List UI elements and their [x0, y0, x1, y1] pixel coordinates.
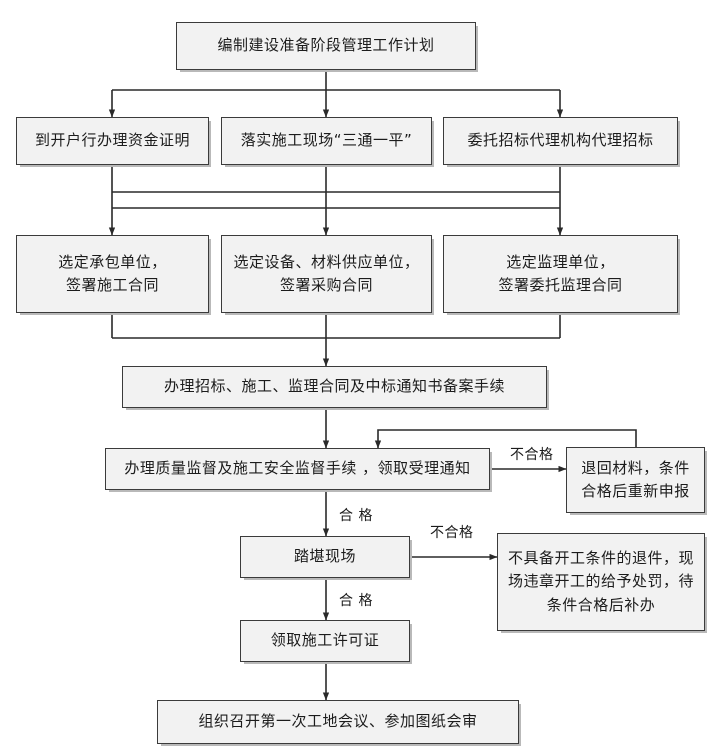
node-text-line: 场违章开工的给予处罚，待 [507, 572, 694, 591]
node-text-line: 办理招标、施工、监理合同及中标通知书备案手续 [163, 377, 505, 396]
node-text-line: 落实施工现场“三通一平” [240, 131, 413, 150]
node-site-three-connections-one-leveling[interactable]: 落实施工现场“三通一平” [221, 117, 432, 165]
node-text-line: 选定监理单位， [506, 252, 615, 271]
node-return-materials-reapply[interactable]: 退回材料，条件合格后重新申报 [566, 447, 705, 513]
node-select-contractor-sign-construction-contract[interactable]: 选定承包单位， 签署施工合同 [16, 235, 209, 313]
node-site-survey[interactable]: 踏堪现场 [240, 536, 410, 578]
node-text-line: 签署委托监理合同 [498, 276, 623, 294]
node-text-line: 签署施工合同 [65, 276, 159, 294]
node-text-line: 选定设备、材料供应单位， [233, 252, 420, 271]
node-quality-safety-supervision-procedures[interactable]: 办理质量监督及施工安全监督手续 ，领取受理通知 [105, 448, 490, 490]
node-text-line: 委托招标代理机构代理招标 [467, 131, 654, 150]
edge-label-unqualified-survey: 不合格 [428, 522, 476, 542]
node-bank-capital-certificate[interactable]: 到开户行办理资金证明 [16, 117, 209, 165]
node-first-site-meeting-drawing-review[interactable]: 组织召开第一次工地会议、参加图纸会审 [157, 700, 519, 744]
node-text-line: 领取施工许可证 [270, 631, 380, 650]
node-text-line: 办理质量监督及施工安全监督手续 ，领取受理通知 [124, 459, 471, 478]
node-text-line: 退回材料，条件 [581, 458, 690, 477]
node-text-line: 合格后重新申报 [581, 482, 690, 500]
node-text-line: 不具备开工条件的退件，现 [507, 549, 694, 568]
edge-label-qualified-to-survey: 合 格 [337, 505, 375, 525]
node-text-line: 条件合格后补办 [546, 595, 656, 614]
node-plan-preparation-stage[interactable]: 编制建设准备阶段管理工作计划 [176, 22, 476, 70]
node-text-line: 到开户行办理资金证明 [34, 131, 190, 150]
node-entrust-bidding-agency[interactable]: 委托招标代理机构代理招标 [443, 117, 678, 165]
node-not-qualified-penalty-notice[interactable]: 不具备开工条件的退件，现场违章开工的给予处罚，待条件合格后补办 [497, 533, 705, 631]
node-text-line: 签署采购合同 [279, 276, 373, 294]
node-obtain-construction-permit[interactable]: 领取施工许可证 [240, 620, 410, 662]
wire-n10-feedback [374, 429, 637, 449]
node-text-line: 编制建设准备阶段管理工作计划 [217, 36, 435, 55]
node-text-line: 选定承包单位， [58, 252, 167, 271]
edge-label-qualified-to-permit: 合 格 [337, 590, 375, 610]
node-select-equipment-material-supplier-sign-purchase-contract[interactable]: 选定设备、材料供应单位， 签署采购合同 [221, 235, 432, 313]
node-contract-filing-procedures[interactable]: 办理招标、施工、监理合同及中标通知书备案手续 [122, 366, 547, 408]
node-text-line: 踏堪现场 [293, 547, 356, 566]
edge-label-unqualified-supervision: 不合格 [508, 444, 556, 464]
node-select-supervisor-sign-supervision-contract[interactable]: 选定监理单位， 签署委托监理合同 [443, 235, 678, 313]
node-text-line: 组织召开第一次工地会议、参加图纸会审 [198, 712, 478, 731]
